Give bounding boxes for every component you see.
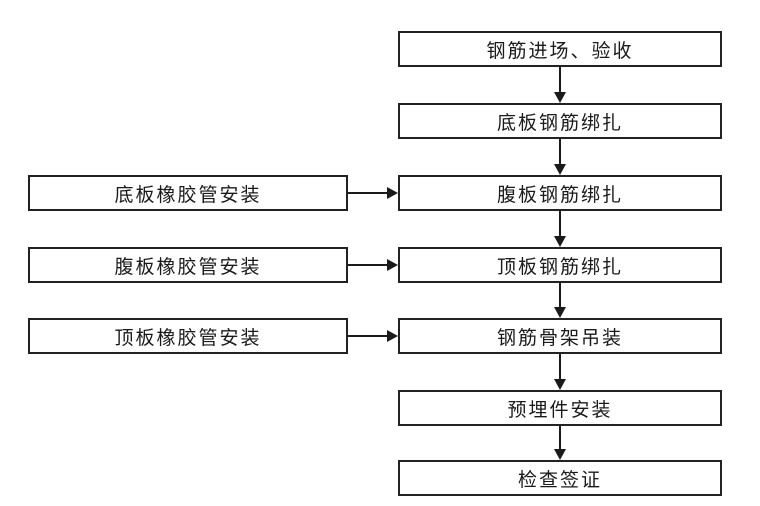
arrow-down-icon bbox=[554, 67, 566, 103]
step-bottom-slab-rebar-tying: 底板钢筋绑扎 bbox=[398, 103, 722, 139]
side-step-top-slab-rubber-duct-install: 顶板橡胶管安装 bbox=[28, 318, 348, 354]
side-step-bottom-slab-rubber-duct-install: 底板橡胶管安装 bbox=[28, 175, 348, 211]
side-step-web-rubber-duct-install: 腹板橡胶管安装 bbox=[28, 247, 348, 283]
step-inspection-signoff: 检查签证 bbox=[398, 460, 722, 496]
arrow-down-icon bbox=[554, 354, 566, 390]
step-web-rebar-tying: 腹板钢筋绑扎 bbox=[398, 175, 722, 211]
arrow-right-icon bbox=[348, 259, 398, 271]
arrow-down-icon bbox=[554, 139, 566, 175]
step-rebar-arrival-acceptance: 钢筋进场、验收 bbox=[398, 31, 722, 67]
arrow-down-icon bbox=[554, 283, 566, 318]
arrow-down-icon bbox=[554, 426, 566, 460]
step-embedded-parts-installation: 预埋件安装 bbox=[398, 390, 722, 426]
arrow-right-icon bbox=[348, 330, 398, 342]
arrow-down-icon bbox=[554, 211, 566, 247]
arrow-right-icon bbox=[348, 187, 398, 199]
step-top-slab-rebar-tying: 顶板钢筋绑扎 bbox=[398, 247, 722, 283]
step-rebar-cage-hoisting: 钢筋骨架吊装 bbox=[398, 318, 722, 354]
